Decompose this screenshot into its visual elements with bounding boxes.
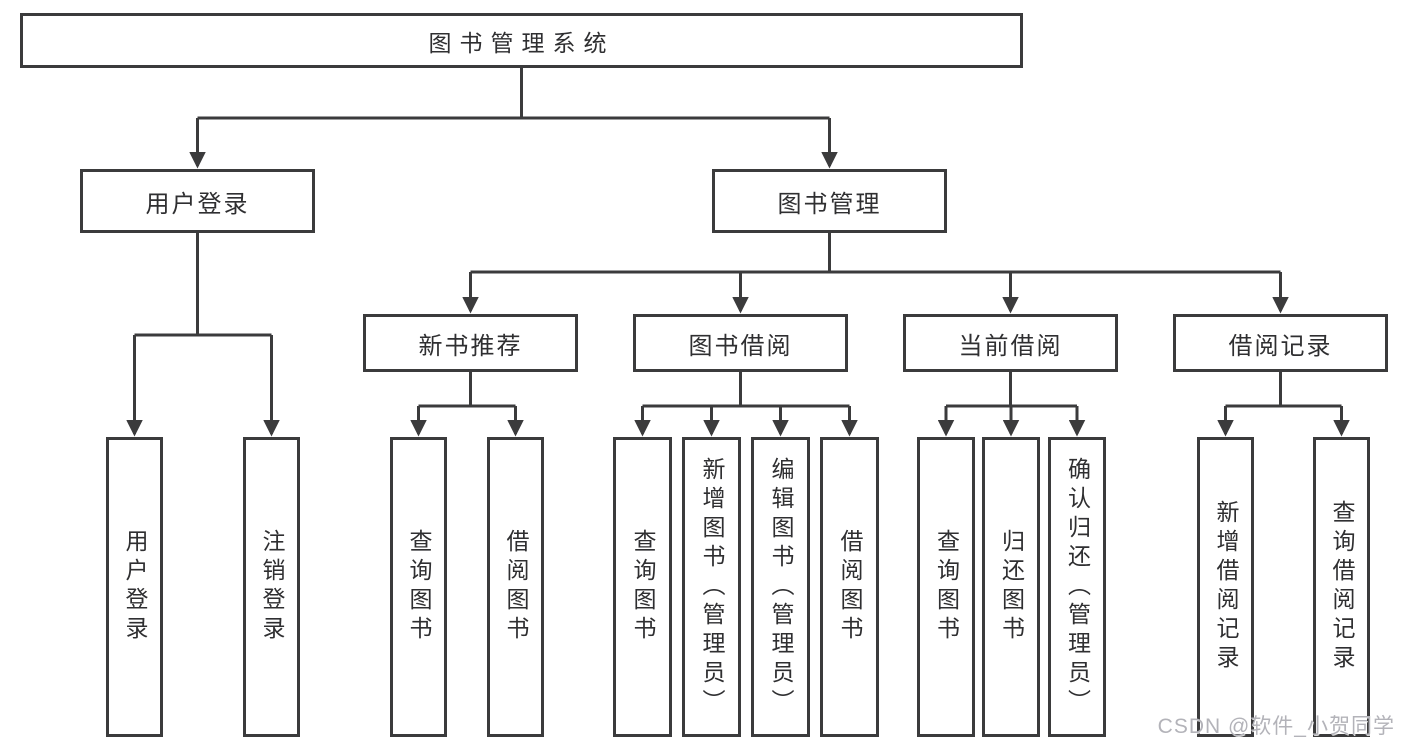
node-library-system: 图书管理系统 <box>20 13 1023 68</box>
node-label: 用户登录 <box>145 190 250 218</box>
node-label: 借阅图书 <box>837 529 863 645</box>
node-label: 图书借阅 <box>688 332 793 360</box>
node-label: 查询图书 <box>630 529 656 645</box>
node-label: 借阅记录 <box>1228 332 1333 360</box>
node-label: 图书管理 <box>777 190 882 218</box>
node-label: 图书管理系统 <box>428 29 615 56</box>
node-label: 编辑图书（管理员） <box>768 456 794 718</box>
leaf-edit-books-admin: 编辑图书（管理员） <box>751 437 810 737</box>
node-new-book-recommend: 新书推荐 <box>363 314 578 372</box>
leaf-confirm-return-admin: 确认归还（管理员） <box>1048 437 1106 737</box>
leaf-borrow-books: 借阅图书 <box>820 437 879 737</box>
csdn-watermark: CSDN @软件_小贺同学 <box>1157 715 1395 738</box>
leaf-borrow-books-recommend: 借阅图书 <box>487 437 544 737</box>
leaf-add-books-admin: 新增图书（管理员） <box>682 437 741 737</box>
node-book-management: 图书管理 <box>712 169 947 233</box>
node-label: 当前借阅 <box>958 332 1063 360</box>
node-label: 新书推荐 <box>418 332 523 360</box>
leaf-query-books-current: 查询图书 <box>917 437 975 737</box>
leaf-add-borrow-record: 新增借阅记录 <box>1197 437 1254 737</box>
node-label: 借阅图书 <box>503 529 529 645</box>
node-label: 用户登录 <box>122 529 148 645</box>
leaf-query-borrow-record: 查询借阅记录 <box>1313 437 1370 737</box>
node-label: 新增借阅记录 <box>1213 500 1239 674</box>
node-book-borrowing: 图书借阅 <box>633 314 848 372</box>
node-label: 确认归还（管理员） <box>1064 456 1091 718</box>
node-label: 新增图书（管理员） <box>699 456 725 718</box>
node-label: 查询图书 <box>933 529 960 645</box>
node-borrowing-records: 借阅记录 <box>1173 314 1388 372</box>
node-label: 查询借阅记录 <box>1329 500 1355 674</box>
leaf-user-login: 用户登录 <box>106 437 163 737</box>
node-user-login: 用户登录 <box>80 169 315 233</box>
leaf-return-books: 归还图书 <box>982 437 1040 737</box>
node-current-borrowing: 当前借阅 <box>903 314 1118 372</box>
node-label: 查询图书 <box>406 529 432 645</box>
leaf-query-books-borrow: 查询图书 <box>613 437 672 737</box>
node-label: 注销登录 <box>259 529 285 645</box>
leaf-query-books-recommend: 查询图书 <box>390 437 447 737</box>
leaf-logout: 注销登录 <box>243 437 300 737</box>
node-label: 归还图书 <box>998 529 1025 645</box>
